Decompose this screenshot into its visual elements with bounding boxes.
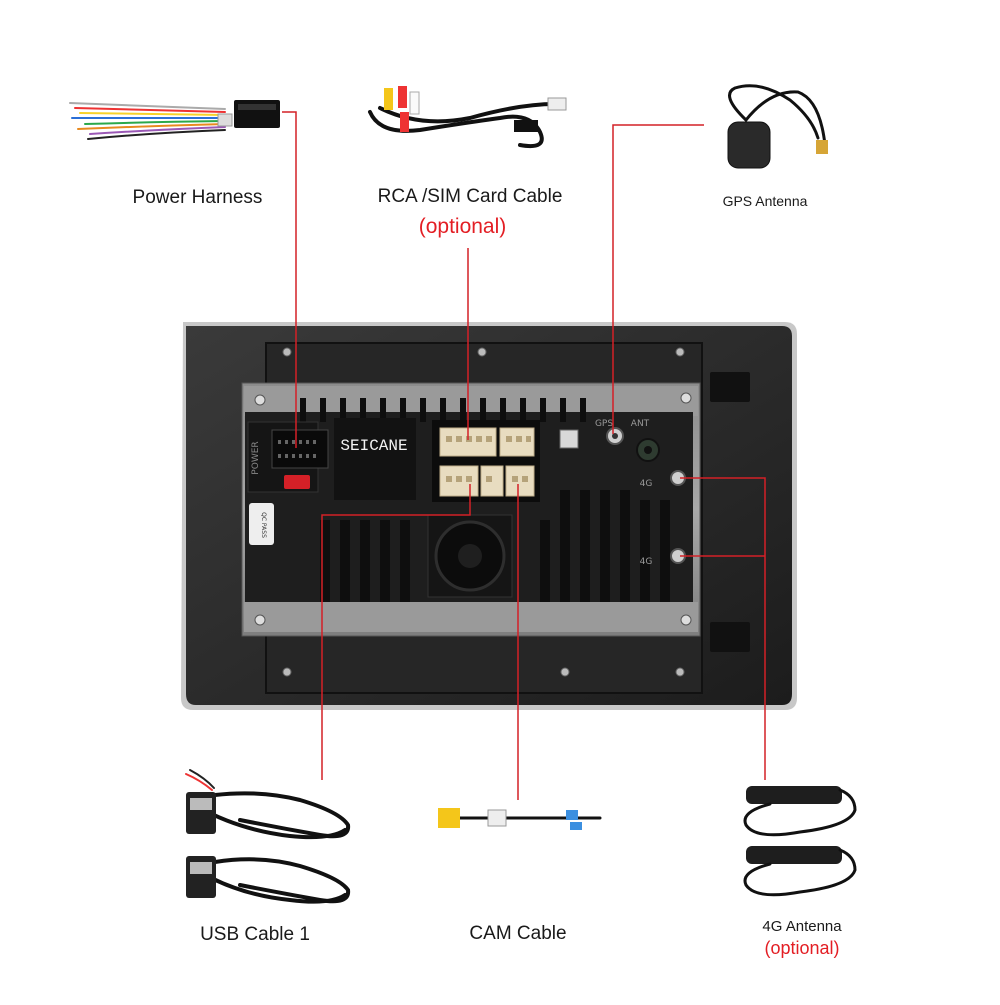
rca-sim-cable-image (368, 86, 567, 149)
4g-port-top-marking: 4G (640, 479, 653, 489)
fuse (284, 475, 310, 489)
label-4g-antenna: 4G Antenna (762, 918, 842, 935)
4g-antenna-image (743, 786, 857, 897)
label-gps-antenna: GPS Antenna (722, 193, 808, 209)
leader-lines (282, 111, 766, 800)
side-clip (710, 622, 750, 652)
side-clip (710, 372, 750, 402)
gps-port-marking: GPS (595, 419, 613, 429)
label-power-harness: Power Harness (132, 187, 263, 208)
power-port-marking: POWER (251, 441, 261, 474)
usb-cable-image (185, 769, 351, 904)
label-cam-cable: CAM Cable (469, 923, 567, 944)
chassis-screws (254, 392, 692, 626)
head-unit: POWER QC PASS SEICANE (181, 322, 797, 710)
cam-connector (505, 465, 535, 497)
ant-port-marking: ANT (631, 419, 650, 429)
leader-usb (321, 484, 471, 780)
qc-sticker-text: QC PASS (260, 512, 267, 538)
label-rca-sim-cable: RCA /SIM Card Cable (377, 186, 563, 207)
4g-port-bottom-marking: 4G (640, 557, 653, 567)
brand-label: SEICANE (340, 437, 407, 455)
cam-cable-image (438, 808, 602, 830)
label-4g-antenna-optional: (optional) (764, 938, 840, 958)
power-harness-image (69, 100, 280, 140)
frame-screws (282, 347, 685, 677)
cooling-fan (427, 514, 513, 598)
leader-4g-top (680, 477, 766, 780)
connector-block (432, 420, 540, 502)
heatsink-fins (300, 398, 670, 602)
leader-power-harness (282, 111, 297, 448)
leader-gps (612, 124, 704, 434)
power-port (271, 429, 329, 469)
label-rca-sim-optional: (optional) (418, 215, 507, 238)
gps-antenna-image (727, 84, 828, 169)
label-usb-cable: USB Cable 1 (200, 924, 310, 945)
optical-port (559, 429, 579, 449)
qc-sticker (249, 503, 274, 545)
